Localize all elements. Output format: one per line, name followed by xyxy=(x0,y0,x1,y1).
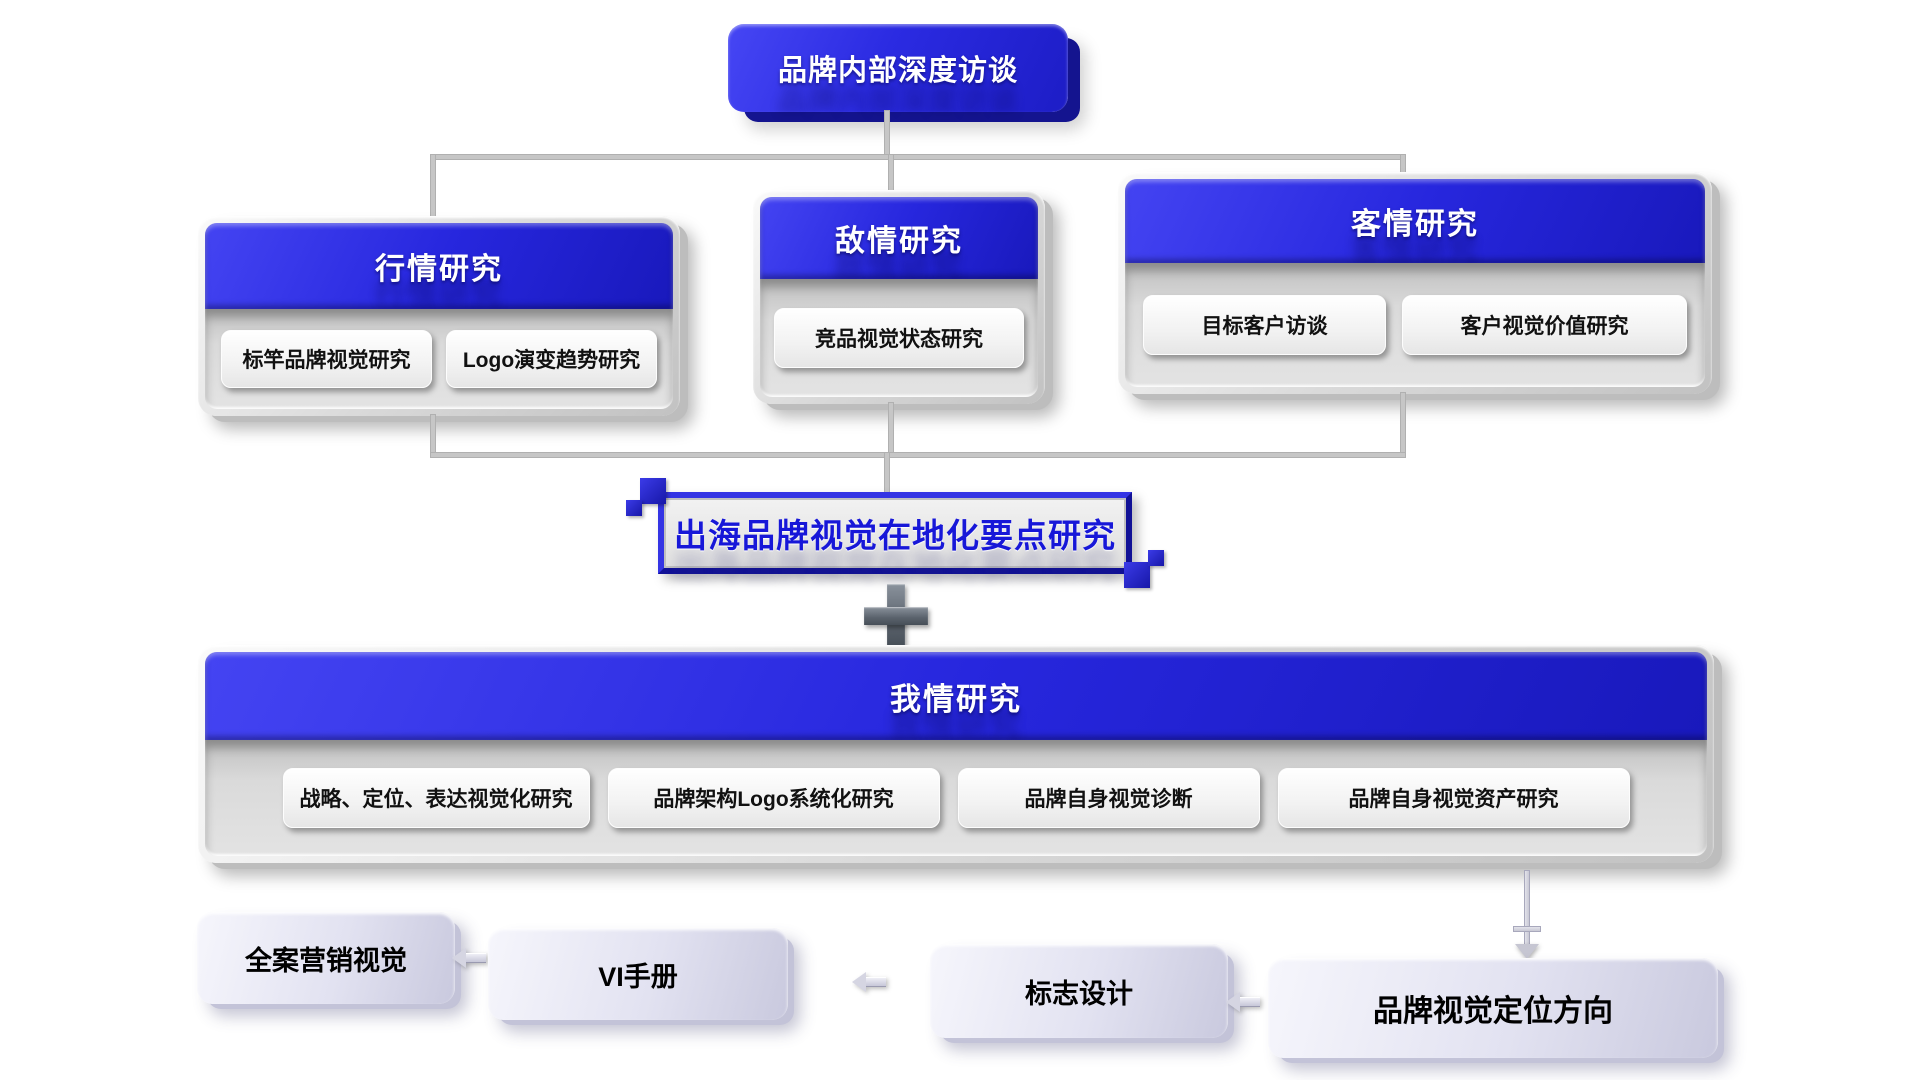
panel-market-research-title: 行情研究 xyxy=(375,253,503,286)
pill-competitor-visual-status-research-label: 竞品视觉状态研究 xyxy=(815,328,983,351)
node-brand-visual-positioning-direction: 品牌视觉定位方向 xyxy=(1268,958,1718,1058)
connector-to-market-panel xyxy=(430,154,436,222)
node-brand-internal-interview-label: 品牌内部深度访谈 xyxy=(777,55,1018,87)
node-vi-manual-label: VI手册 xyxy=(598,961,678,992)
panel-rival-research-title: 敌情研究 xyxy=(835,225,963,258)
pill-customer-visual-value-research: 客户视觉价值研究 xyxy=(1402,295,1687,355)
left-arrow-icon xyxy=(1226,992,1260,1012)
connector-from-customer-panel xyxy=(1400,392,1406,456)
pill-brand-own-visual-asset-research-label: 品牌自身视觉资产研究 xyxy=(1348,788,1559,811)
pill-brand-own-visual-diagnosis: 品牌自身视觉诊断 xyxy=(957,768,1260,828)
left-arrow-icon xyxy=(452,948,486,968)
panel-customer-research: 客情研究 目标客户访谈 客户视觉价值研究 xyxy=(1118,172,1712,394)
panel-self-research: 我情研究 战略、定位、表达视觉化研究 品牌架构Logo系统化研究 品牌自身视觉诊… xyxy=(198,645,1714,863)
panel-market-research-header: 行情研究 xyxy=(205,223,673,309)
corner-square-icon xyxy=(640,478,666,504)
connector-from-rival-panel xyxy=(888,402,894,456)
plus-icon xyxy=(864,584,928,648)
corner-square-icon xyxy=(626,500,642,516)
down-arrow-icon xyxy=(1515,944,1539,959)
pill-benchmark-brand-visual-research-label: 标竿品牌视觉研究 xyxy=(242,349,411,372)
pill-strategy-positioning-visualization-research-label: 战略、定位、表达视觉化研究 xyxy=(299,788,573,811)
connector-root-stub xyxy=(884,110,890,158)
panel-self-research-title: 我情研究 xyxy=(890,681,1022,717)
pill-customer-visual-value-research-label: 客户视觉价值研究 xyxy=(1460,315,1629,338)
node-logo-design: 标志设计 xyxy=(930,944,1228,1038)
pill-logo-evolution-trend-research: Logo演变趋势研究 xyxy=(446,330,657,388)
panel-customer-research-header: 客情研究 xyxy=(1125,179,1705,263)
pill-competitor-visual-status-research: 竞品视觉状态研究 xyxy=(774,308,1024,368)
node-full-case-marketing-visual: 全案营销视觉 xyxy=(197,912,455,1004)
pill-target-customer-interview: 目标客户访谈 xyxy=(1143,295,1387,355)
panel-customer-research-body: 目标客户访谈 客户视觉价值研究 xyxy=(1125,263,1705,387)
connector-to-customer-panel xyxy=(1400,154,1406,184)
panel-self-research-header: 我情研究 xyxy=(205,652,1707,740)
corner-square-icon xyxy=(1148,550,1164,566)
panel-rival-research-header: 敌情研究 xyxy=(760,197,1038,279)
pill-brand-architecture-logo-systemization-research-label: 品牌架构Logo系统化研究 xyxy=(653,788,894,811)
pill-brand-architecture-logo-systemization-research: 品牌架构Logo系统化研究 xyxy=(607,768,940,828)
node-overseas-brand-visual-localization-label: 出海品牌视觉在地化要点研究 xyxy=(674,517,1116,554)
node-overseas-brand-visual-localization: 出海品牌视觉在地化要点研究 xyxy=(626,478,1164,588)
connector-from-market-panel xyxy=(430,414,436,456)
down-arrow-shaft xyxy=(1524,870,1530,946)
panel-rival-research-body: 竞品视觉状态研究 xyxy=(760,279,1038,397)
connector-top-horizontal xyxy=(430,154,1406,160)
connector-bottom-horizontal xyxy=(430,452,1406,458)
left-arrow-icon xyxy=(852,972,886,992)
panel-market-research-body: 标竿品牌视觉研究 Logo演变趋势研究 xyxy=(205,309,673,409)
panel-market-research: 行情研究 标竿品牌视觉研究 Logo演变趋势研究 xyxy=(198,216,680,416)
node-full-case-marketing-visual-label: 全案营销视觉 xyxy=(245,945,407,976)
pill-benchmark-brand-visual-research: 标竿品牌视觉研究 xyxy=(221,330,432,388)
node-brand-internal-interview: 品牌内部深度访谈 xyxy=(728,24,1068,112)
down-arrow-flange xyxy=(1513,926,1541,932)
panel-rival-research: 敌情研究 竞品视觉状态研究 xyxy=(753,190,1045,404)
pill-brand-own-visual-asset-research: 品牌自身视觉资产研究 xyxy=(1277,768,1630,828)
connector-to-rival-panel xyxy=(888,154,894,196)
corner-square-icon xyxy=(1124,562,1150,588)
panel-self-research-body: 战略、定位、表达视觉化研究 品牌架构Logo系统化研究 品牌自身视觉诊断 品牌自… xyxy=(205,740,1707,856)
pill-logo-evolution-trend-research-label: Logo演变趋势研究 xyxy=(462,349,641,372)
pill-strategy-positioning-visualization-research: 战略、定位、表达视觉化研究 xyxy=(282,768,590,828)
connector-to-highlight-box xyxy=(884,452,890,496)
pill-target-customer-interview-label: 目标客户访谈 xyxy=(1201,315,1328,338)
node-vi-manual: VI手册 xyxy=(488,928,788,1020)
node-logo-design-label: 标志设计 xyxy=(1025,978,1133,1009)
panel-customer-research-title: 客情研究 xyxy=(1351,208,1479,241)
node-brand-visual-positioning-direction-label: 品牌视觉定位方向 xyxy=(1373,995,1613,1028)
pill-brand-own-visual-diagnosis-label: 品牌自身视觉诊断 xyxy=(1024,788,1193,811)
